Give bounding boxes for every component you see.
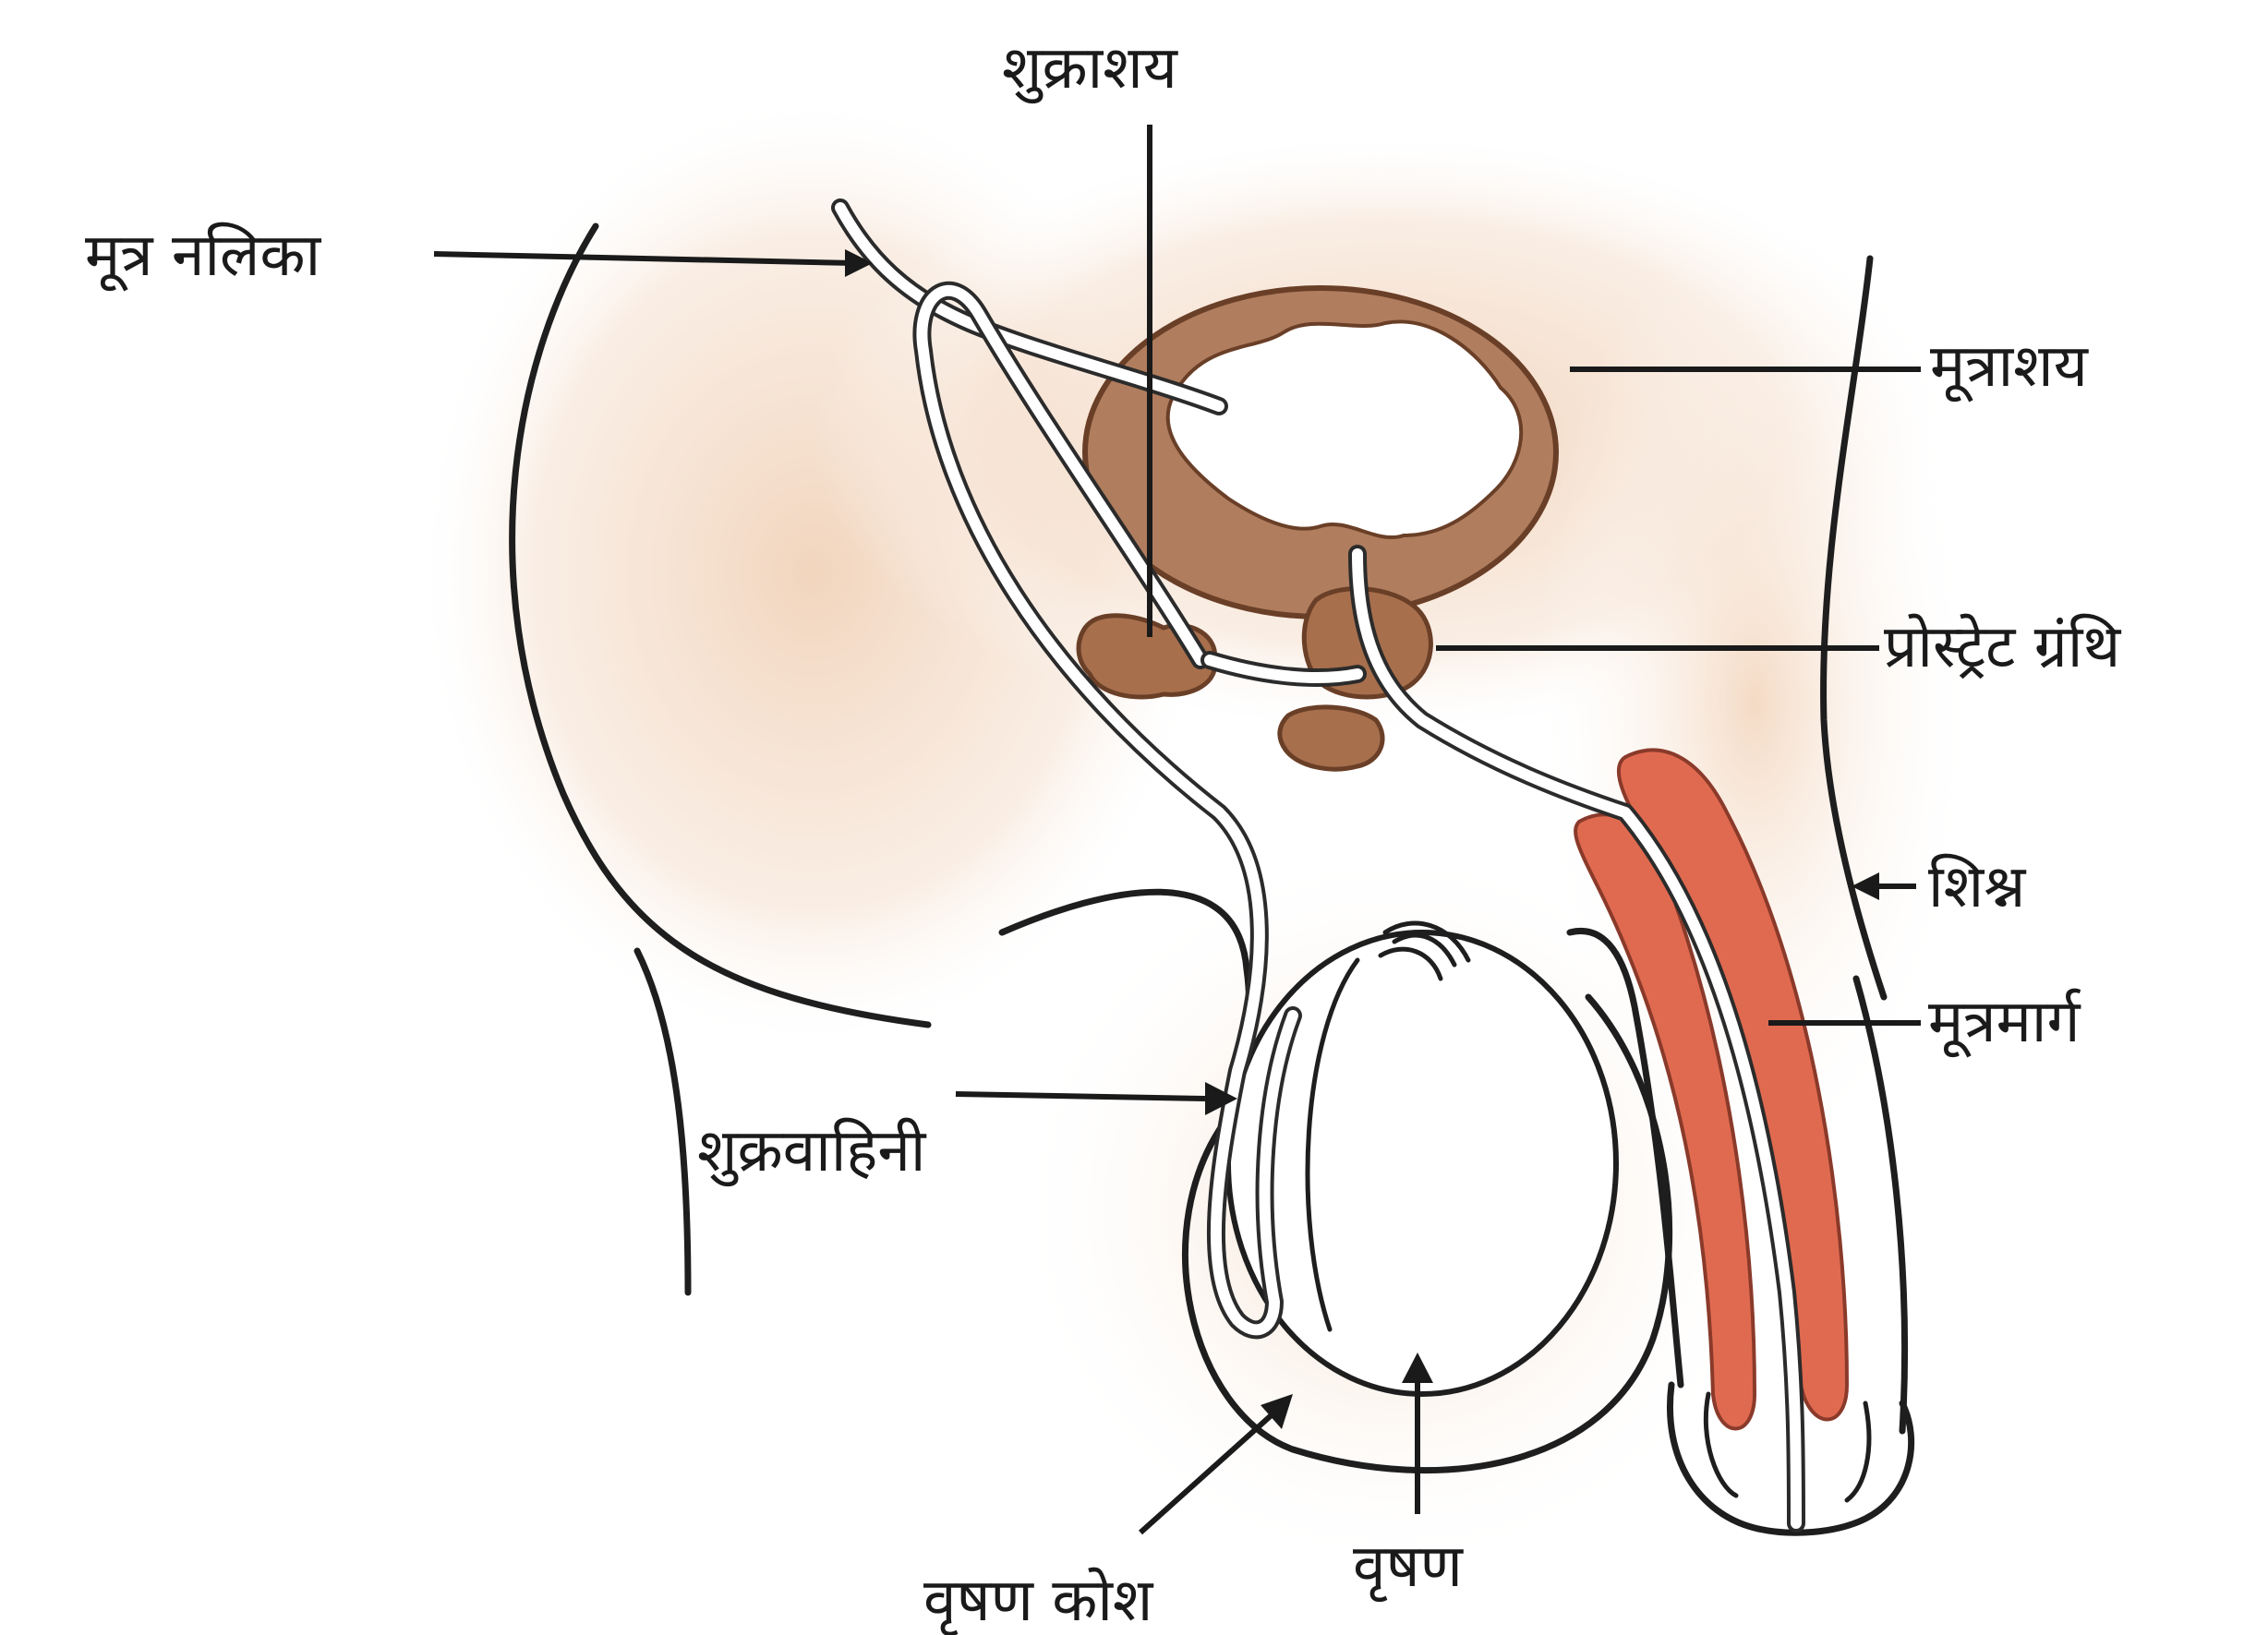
- label-seminal-vesicle: शुक्राशय: [1002, 34, 1179, 104]
- label-prostate-gland: प्रोस्ट्रेट ग्रंथि: [1884, 613, 2121, 681]
- label-urethra: मूत्रमार्ग: [1928, 988, 2081, 1058]
- label-testis: वृषण: [1353, 1533, 1465, 1603]
- cowper-gland-shape: [1280, 707, 1382, 769]
- label-urinary-bladder: मूत्राशय: [1930, 332, 2090, 403]
- label-ureter: मूत्र नलिका: [85, 222, 322, 292]
- bladder-shape: [1085, 288, 1556, 617]
- label-penis: शिश्न: [1928, 853, 2027, 921]
- label-vas-deferens: शुक्रवाहिनी: [697, 1117, 927, 1187]
- label-scrotum: वृषण कोश: [923, 1567, 1154, 1635]
